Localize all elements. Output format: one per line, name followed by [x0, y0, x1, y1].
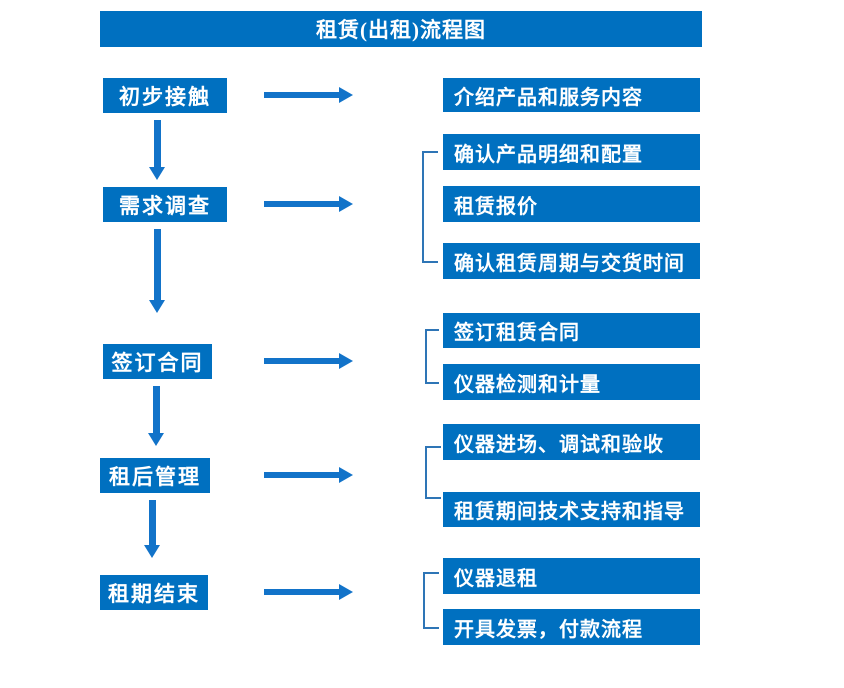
- arrow-right-icon-5: [264, 584, 353, 600]
- arrow-right-icon-4: [264, 467, 353, 483]
- detail-box-instrument-entry-commissioning: 仪器进场、调试和验收: [443, 424, 700, 460]
- arrow-down-icon-1: [149, 120, 165, 180]
- detail-box-technical-support-guidance: 租赁期间技术支持和指导: [443, 492, 700, 527]
- detail-box-confirm-product-details: 确认产品明细和配置: [443, 134, 700, 170]
- group-bracket-icon-demand-survey: [422, 151, 438, 263]
- arrow-right-icon-2: [264, 196, 353, 212]
- group-bracket-icon-sign-contract: [425, 329, 439, 384]
- detail-box-instrument-return: 仪器退租: [443, 558, 700, 594]
- diagram-title: 租赁(出租)流程图: [100, 11, 702, 47]
- detail-box-introduce-products-services: 介绍产品和服务内容: [443, 78, 700, 112]
- stage-box-sign-contract: 签订合同: [103, 344, 212, 379]
- group-bracket-icon-post-rental: [425, 446, 441, 499]
- arrow-down-icon-3: [148, 386, 164, 446]
- group-bracket-icon-rental-end: [423, 572, 439, 629]
- stage-box-initial-contact: 初步接触: [103, 78, 227, 113]
- arrow-right-icon-1: [264, 87, 353, 103]
- stage-box-rental-end: 租期结束: [100, 575, 208, 610]
- stage-box-demand-survey: 需求调查: [103, 187, 227, 222]
- arrow-right-icon-3: [264, 353, 353, 369]
- arrow-down-icon-2: [149, 229, 165, 313]
- detail-box-sign-rental-contract: 签订租赁合同: [443, 313, 700, 348]
- arrow-down-icon-4: [144, 500, 160, 558]
- stage-box-post-rental-management: 租后管理: [100, 458, 210, 493]
- detail-box-invoice-payment-process: 开具发票，付款流程: [443, 609, 700, 645]
- detail-box-confirm-rental-period-delivery: 确认租赁周期与交货时间: [443, 243, 700, 279]
- detail-box-rental-quotation: 租赁报价: [443, 186, 700, 222]
- detail-box-instrument-testing-measurement: 仪器检测和计量: [443, 364, 700, 400]
